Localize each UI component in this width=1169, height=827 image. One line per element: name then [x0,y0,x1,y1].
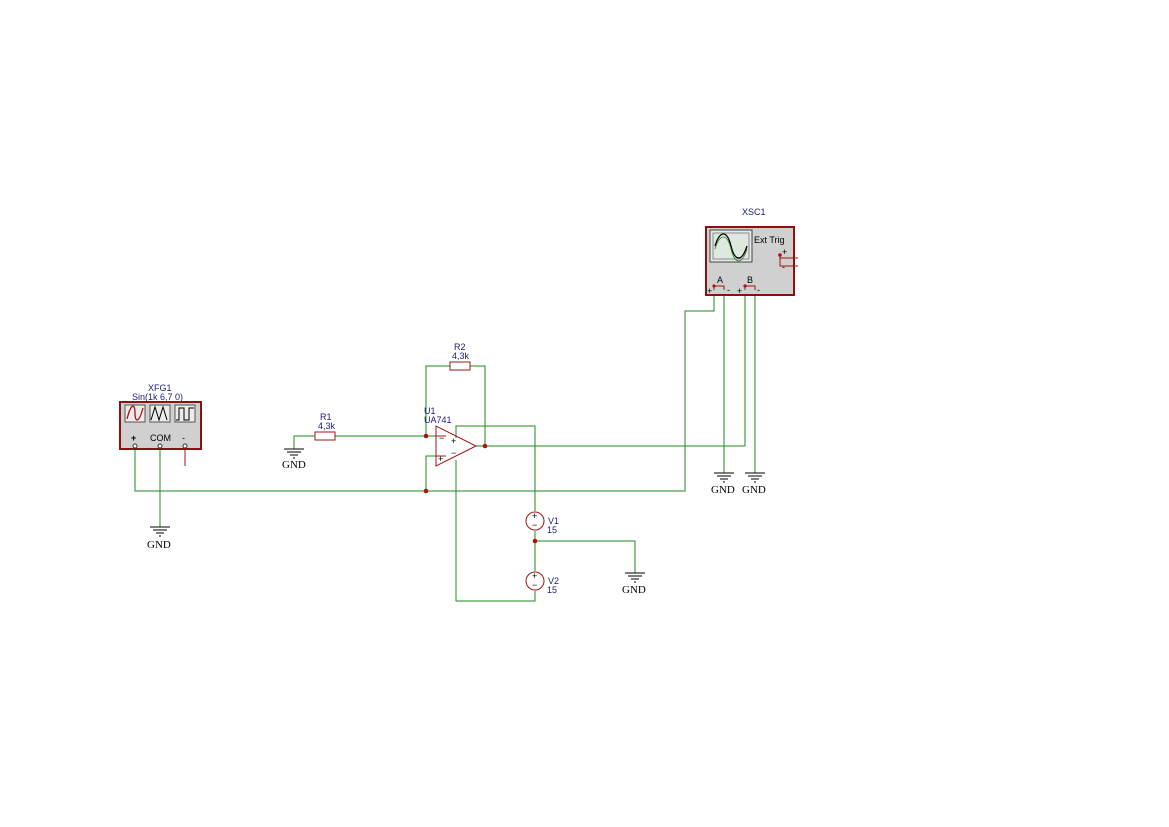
r2-value: 4,3k [452,351,470,361]
sine-wave-icon[interactable] [124,404,146,423]
junction-bottom-bus [423,488,429,494]
ground-icon [284,448,304,459]
wire-positive-rail[interactable] [455,425,536,511]
ext-trig-plus-label: + [782,247,787,257]
r1-ref: R1 [320,412,332,422]
ground-icon [150,526,170,537]
channel-b-terminals[interactable] [744,285,756,290]
opamp-u1[interactable]: U1 UA741 − + + − [424,406,478,467]
v1-minus-sign: − [532,520,537,530]
triangle-wave-icon[interactable] [149,404,171,423]
wire-negative-rail[interactable] [455,460,536,602]
resistor-r2[interactable]: R2 4,3k [449,342,471,371]
resistor-r1[interactable]: R1 4,3k [314,412,336,441]
channel-a-plus-label: + [707,286,712,296]
wire-feedback-left[interactable] [425,365,450,436]
channel-a-terminals[interactable] [713,285,725,290]
opamp-neg-rail-sign: − [451,448,456,458]
ground-icon [714,472,734,483]
wire-output-scope-b[interactable] [476,290,746,447]
v2-plus-sign: + [532,571,537,581]
ground-icon [745,472,765,483]
generator-plus-label: + [131,433,136,443]
channel-b-label: B [747,275,753,285]
oscilloscope-screen-icon [709,229,753,263]
junction-output [482,443,488,449]
ground-label-generator: GND [147,539,171,551]
r2-ref: R2 [454,342,466,352]
v2-body[interactable] [525,571,545,591]
opamp-inverting-sign: − [439,433,444,443]
junctions [423,433,538,544]
oscilloscope[interactable]: XSC1 Ext Trig + - A B + - + - [705,207,798,296]
channel-a-minus-label: - [727,285,730,295]
ground-label-supply: GND [622,584,646,596]
junction-supply-mid [532,538,538,544]
generator-ref: XFG1 [148,383,172,393]
generator-com-label: COM [150,433,171,443]
r2-body[interactable] [449,361,471,371]
opamp-pos-rail-sign: + [451,436,456,446]
generator-plus-terminal[interactable] [132,443,138,449]
square-wave-icon[interactable] [174,404,196,423]
channel-b-plus-label: + [737,286,742,296]
voltage-source-v2[interactable]: + − V2 15 [525,571,559,595]
opamp-part: UA741 [424,415,452,425]
wire-feedback-right[interactable] [470,365,486,446]
function-generator[interactable]: XFG1 Sin(1k 6,7 0) + COM - [119,383,202,466]
wire-supply-mid-ground[interactable] [535,540,636,573]
channel-a-plus-terminal[interactable] [712,284,716,288]
channel-b-plus-terminal[interactable] [743,284,747,288]
v1-plus-sign: + [532,511,537,521]
ground-icon [625,572,645,583]
r1-value: 4,3k [318,421,336,431]
channel-a-label: A [717,275,723,285]
r1-body[interactable] [314,431,336,441]
ext-trig-minus-label: - [782,262,785,272]
oscilloscope-ref: XSC1 [742,207,766,217]
generator-com-terminal[interactable] [157,443,163,449]
ground-label-scope-a: GND [711,484,735,496]
oscilloscope-ext-trig-label: Ext Trig [754,235,785,245]
wires [134,290,756,602]
v2-ref: V2 [548,576,559,586]
v2-minus-sign: − [532,580,537,590]
v1-value: 15 [547,525,557,535]
v2-value: 15 [547,585,557,595]
v1-ref: V1 [548,516,559,526]
junction-inverting [423,433,429,439]
ground-label-r1: GND [282,459,306,471]
ground-label-scope-b: GND [742,484,766,496]
v1-body[interactable] [525,511,545,531]
generator-minus-label: - [182,433,185,443]
opamp-body[interactable] [435,425,478,467]
generator-setting: Sin(1k 6,7 0) [132,392,183,402]
opamp-noninverting-sign: + [438,454,443,464]
wire-r1-ground[interactable] [293,435,315,449]
generator-minus-terminal[interactable] [182,443,188,449]
wire-generator-plus-scope-a[interactable] [134,290,715,492]
ext-trig-lead [779,255,798,267]
channel-b-minus-label: - [757,285,760,295]
voltage-source-v1[interactable]: + − V1 15 [525,511,559,535]
opamp-ref: U1 [424,406,436,416]
ground-symbols: GND GND GND GND [147,448,766,596]
